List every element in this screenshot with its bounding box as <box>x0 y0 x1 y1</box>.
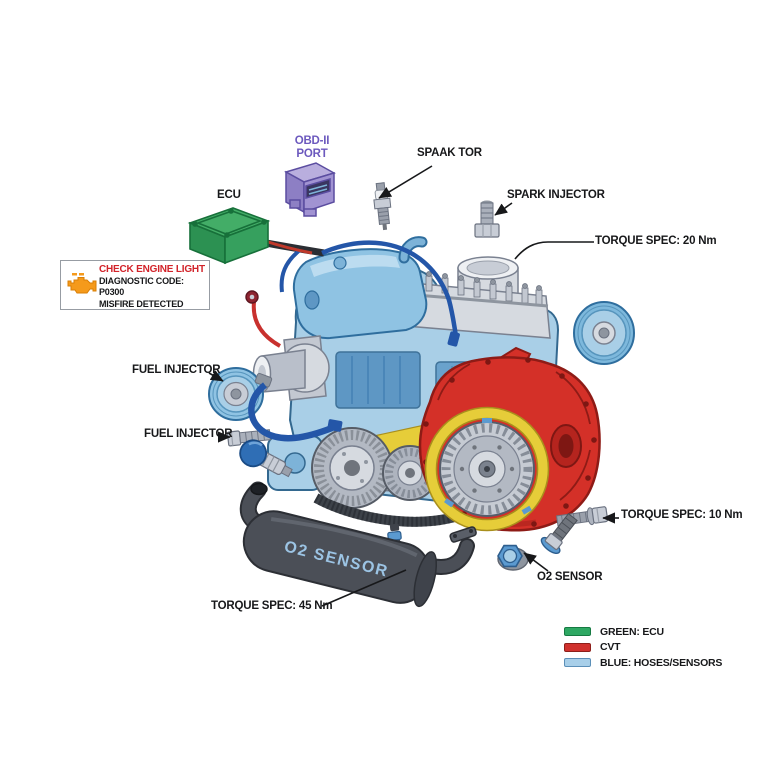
legend-label-hoses: BLUE: HOSES/SENSORS <box>600 656 723 669</box>
spark-plug <box>373 182 392 231</box>
obd-port-connector <box>284 162 336 217</box>
torque-45-leader <box>321 569 407 607</box>
check-engine-title: CHECK ENGINE LIGHT <box>99 264 205 275</box>
clutch-assembly <box>439 418 535 517</box>
color-legend: GREEN: ECU CVT BLUE: HOSES/SENSORS <box>564 624 722 671</box>
blue-pulley <box>573 301 635 365</box>
obd-port-label-line2: PORT <box>296 148 328 161</box>
o2-sensor-label: O2 SENSOR <box>537 571 603 583</box>
torque-20-leader <box>514 241 594 260</box>
ecu-box <box>187 207 271 265</box>
flanged-bolt <box>540 512 578 554</box>
spark-injector-label: SPARK INJECTOR <box>507 189 605 201</box>
torque-spec-45-label: TORQUE SPEC: 45 Nm <box>211 600 333 612</box>
o2-sensor-part <box>497 544 529 571</box>
blue-cap-injector <box>239 439 293 478</box>
check-engine-warning-box: CHECK ENGINE LIGHT DIAGNOSTIC CODE: P030… <box>60 260 210 310</box>
torque-spec-10-label: TORQUE SPEC: 10 Nm <box>621 509 743 521</box>
spark-injector-arrow <box>494 202 513 216</box>
water-pump <box>252 335 330 401</box>
obd-port-label-line1: OBD-II <box>294 135 330 147</box>
coolant-hose <box>248 372 343 442</box>
diagnostic-code-text: DIAGNOSTIC CODE: P0300 <box>99 276 184 298</box>
legend-swatch-red <box>564 642 591 652</box>
legend-row-hoses: BLUE: HOSES/SENSORS <box>564 655 722 671</box>
spark-wire <box>321 240 459 337</box>
fuel-injector-upper-arrow <box>208 370 224 382</box>
ecu-module <box>187 207 460 347</box>
fuel-injector-lower-label: FUEL INJECTOR <box>144 428 233 440</box>
check-engine-icon <box>67 273 97 294</box>
legend-swatch-green <box>564 627 591 637</box>
spark-tor-label: SPAAK TOR <box>417 147 482 159</box>
legend-label-ecu: GREEN: ECU <box>600 625 664 638</box>
o2-sensor-arrow <box>523 552 549 572</box>
torque-spec-20-label: TORQUE SPEC: 20 Nm <box>595 235 717 247</box>
legend-swatch-blue <box>564 658 591 668</box>
spark-injector-bolt <box>474 200 500 238</box>
legend-row-cvt: CVT <box>564 640 722 656</box>
red-sensor-wire <box>245 290 281 348</box>
fuel-injector-upper-label: FUEL INJECTOR <box>132 364 221 376</box>
legend-label-cvt: CVT <box>600 641 621 653</box>
legend-row-ecu: GREEN: ECU <box>564 624 722 640</box>
callout-lines <box>208 165 619 607</box>
spark-tor-arrow <box>378 165 433 199</box>
misfire-status-text: MISFIRE DETECTED <box>99 298 184 309</box>
ecu-label: ECU <box>217 189 241 201</box>
cvt-housing <box>418 346 601 532</box>
cvt-belt-ring <box>425 407 549 531</box>
exhaust-inlet <box>250 482 268 496</box>
obd-port-label: OBD-II PORT <box>277 135 347 161</box>
